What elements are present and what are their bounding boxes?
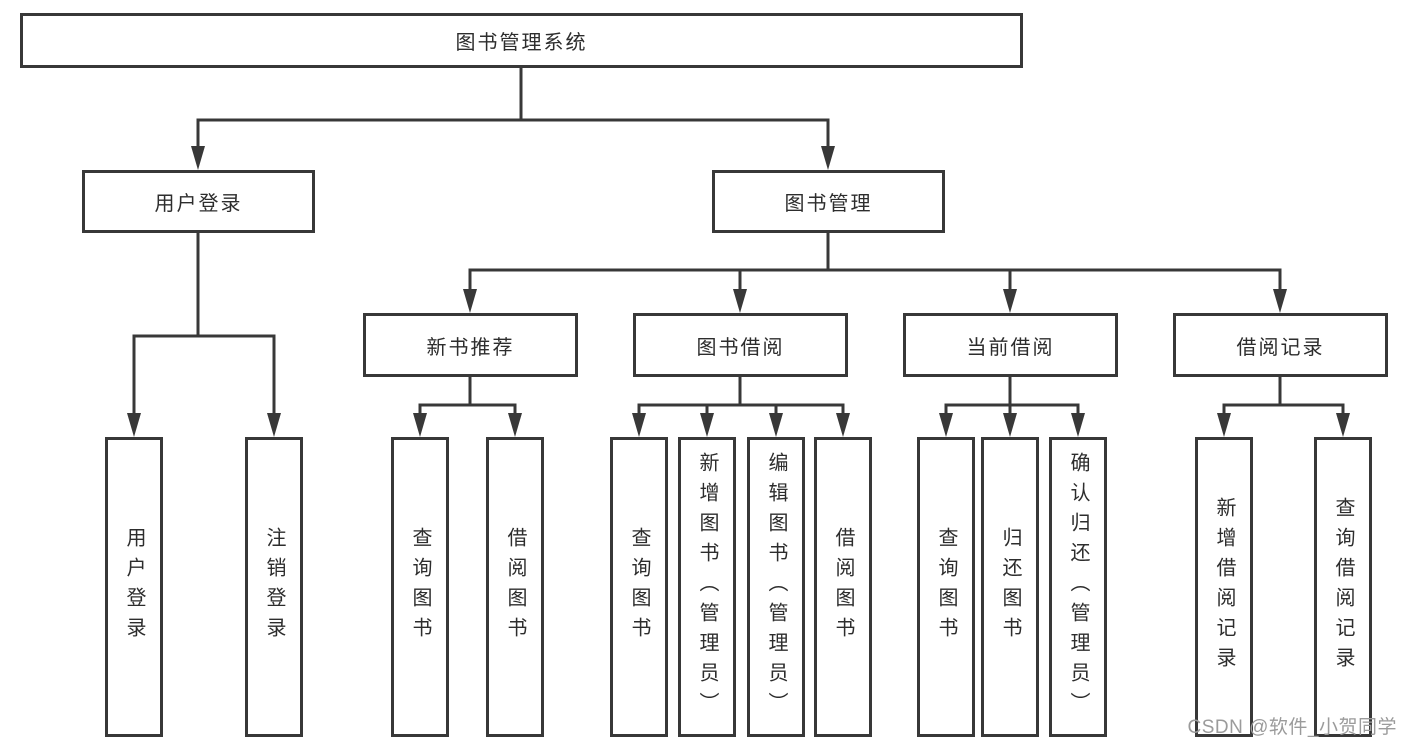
leaf-edit-books-admin: 编辑图书（管理员） [747, 437, 805, 737]
leaf-label: 查询图书 [935, 527, 957, 647]
leaf-label: 编辑图书（管理员） [765, 452, 787, 722]
node-book-management: 图书管理 [712, 170, 945, 233]
leaf-logout: 注销登录 [245, 437, 303, 737]
node-borrow-records: 借阅记录 [1173, 313, 1388, 377]
node-label: 当前借阅 [966, 336, 1055, 359]
leaf-label: 注销登录 [263, 527, 285, 647]
node-user-login: 用户登录 [82, 170, 315, 233]
leaf-add-books-admin: 新增图书（管理员） [678, 437, 736, 737]
leaf-label: 查询借阅记录 [1332, 497, 1354, 677]
leaf-label: 归还图书 [999, 527, 1021, 647]
leaf-label: 借阅图书 [504, 527, 526, 647]
leaf-query-borrow-record: 查询借阅记录 [1314, 437, 1372, 737]
leaf-user-login: 用户登录 [105, 437, 163, 737]
leaf-label: 确认归还（管理员） [1067, 452, 1089, 722]
node-new-book-recommend: 新书推荐 [363, 313, 578, 377]
leaf-label: 新增借阅记录 [1213, 497, 1235, 677]
leaf-label: 查询图书 [628, 527, 650, 647]
leaf-query-books-borrow: 查询图书 [610, 437, 668, 737]
leaf-add-borrow-record: 新增借阅记录 [1195, 437, 1253, 737]
node-label: 图书管理 [784, 193, 873, 215]
leaf-confirm-return-admin: 确认归还（管理员） [1049, 437, 1107, 737]
leaf-label: 查询图书 [409, 527, 431, 647]
leaf-label: 新增图书（管理员） [696, 452, 718, 722]
csdn-watermark: CSDN @软件_小贺同学 [1187, 717, 1397, 738]
node-label: 借阅记录 [1236, 336, 1325, 359]
leaf-return-books: 归还图书 [981, 437, 1039, 737]
node-library-management-system: 图书管理系统 [20, 13, 1023, 68]
node-current-borrow: 当前借阅 [903, 313, 1118, 377]
leaf-query-books-current: 查询图书 [917, 437, 975, 737]
node-label: 图书借阅 [696, 336, 785, 359]
leaf-query-books-recommend: 查询图书 [391, 437, 449, 737]
leaf-label: 用户登录 [123, 527, 145, 647]
leaf-label: 借阅图书 [832, 527, 854, 647]
leaf-borrow-books: 借阅图书 [814, 437, 872, 737]
node-label: 图书管理系统 [455, 32, 588, 54]
leaf-borrow-books-recommend: 借阅图书 [486, 437, 544, 737]
node-book-borrow: 图书借阅 [633, 313, 848, 377]
node-label: 用户登录 [154, 193, 243, 215]
node-label: 新书推荐 [426, 336, 515, 359]
